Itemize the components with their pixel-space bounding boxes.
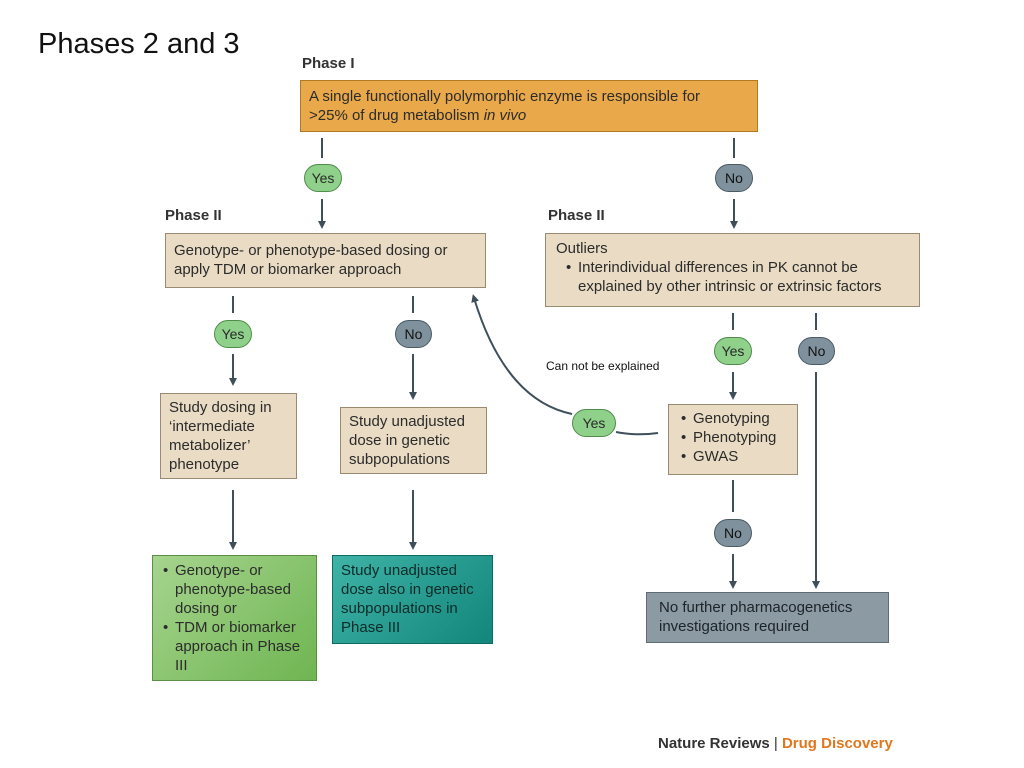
outliers-list: Interindividual differences in PK cannot… (556, 258, 909, 296)
phase-1-question-box: A single functionally polymorphic enzyme… (300, 80, 758, 132)
source-credit: Nature Reviews | Drug Discovery (658, 735, 893, 752)
no-pill-phase1: No (715, 164, 753, 192)
yes-pill-phase1: Yes (304, 164, 342, 192)
genotyping-item: Genotyping (681, 409, 789, 428)
genotyping-box: Genotyping Phenotyping GWAS (668, 404, 798, 475)
dosing-approach-box: Genotype- or phenotype-based dosing or a… (165, 233, 486, 288)
genotyping-item: Phenotyping (681, 428, 789, 447)
slide-title: Phases 2 and 3 (38, 28, 240, 60)
yes-pill-genotyping: Yes (572, 409, 616, 437)
phase-2-label-left: Phase II (165, 207, 222, 224)
no-further-investigations-box: No further pharmacogenetics investigatio… (646, 592, 889, 643)
unadjusted-dose-box: Study unadjusted dose in genetic subpopu… (340, 407, 487, 474)
phase-3-unadjusted-box: Study unadjusted dose also in genetic su… (332, 555, 493, 644)
phase-3-dosing-item: TDM or biomarker approach in Phase III (163, 618, 308, 675)
outliers-item: Interindividual differences in PK cannot… (566, 258, 909, 296)
phase-3-dosing-item: Genotype- or phenotype-based dosing or (163, 561, 308, 618)
outliers-title: Outliers (556, 240, 608, 257)
phase-1-question-line2: >25% of drug metabolism in vivo (309, 107, 527, 124)
yes-pill-dosing: Yes (214, 320, 252, 348)
cannot-be-explained-note: Can not be explained (546, 359, 660, 373)
phase-3-dosing-box: Genotype- or phenotype-based dosing or T… (152, 555, 317, 681)
genotyping-list: Genotyping Phenotyping GWAS (677, 409, 789, 466)
phase-1-question-line1: A single functionally polymorphic enzyme… (309, 88, 701, 105)
no-pill-dosing: No (395, 320, 432, 348)
phase-2-label-right: Phase II (548, 207, 605, 224)
yes-pill-outliers: Yes (714, 337, 752, 365)
no-pill-outliers: No (798, 337, 835, 365)
no-pill-genotyping: No (714, 519, 752, 547)
outliers-box: Outliers Interindividual differences in … (545, 233, 920, 307)
phase-3-dosing-list: Genotype- or phenotype-based dosing or T… (161, 561, 308, 675)
in-vivo-italic: in vivo (483, 107, 527, 124)
intermediate-metabolizer-box: Study dosing in ‘intermediate metabolize… (160, 393, 297, 479)
phase-1-label: Phase I (302, 55, 355, 72)
genotyping-item: GWAS (681, 447, 789, 466)
